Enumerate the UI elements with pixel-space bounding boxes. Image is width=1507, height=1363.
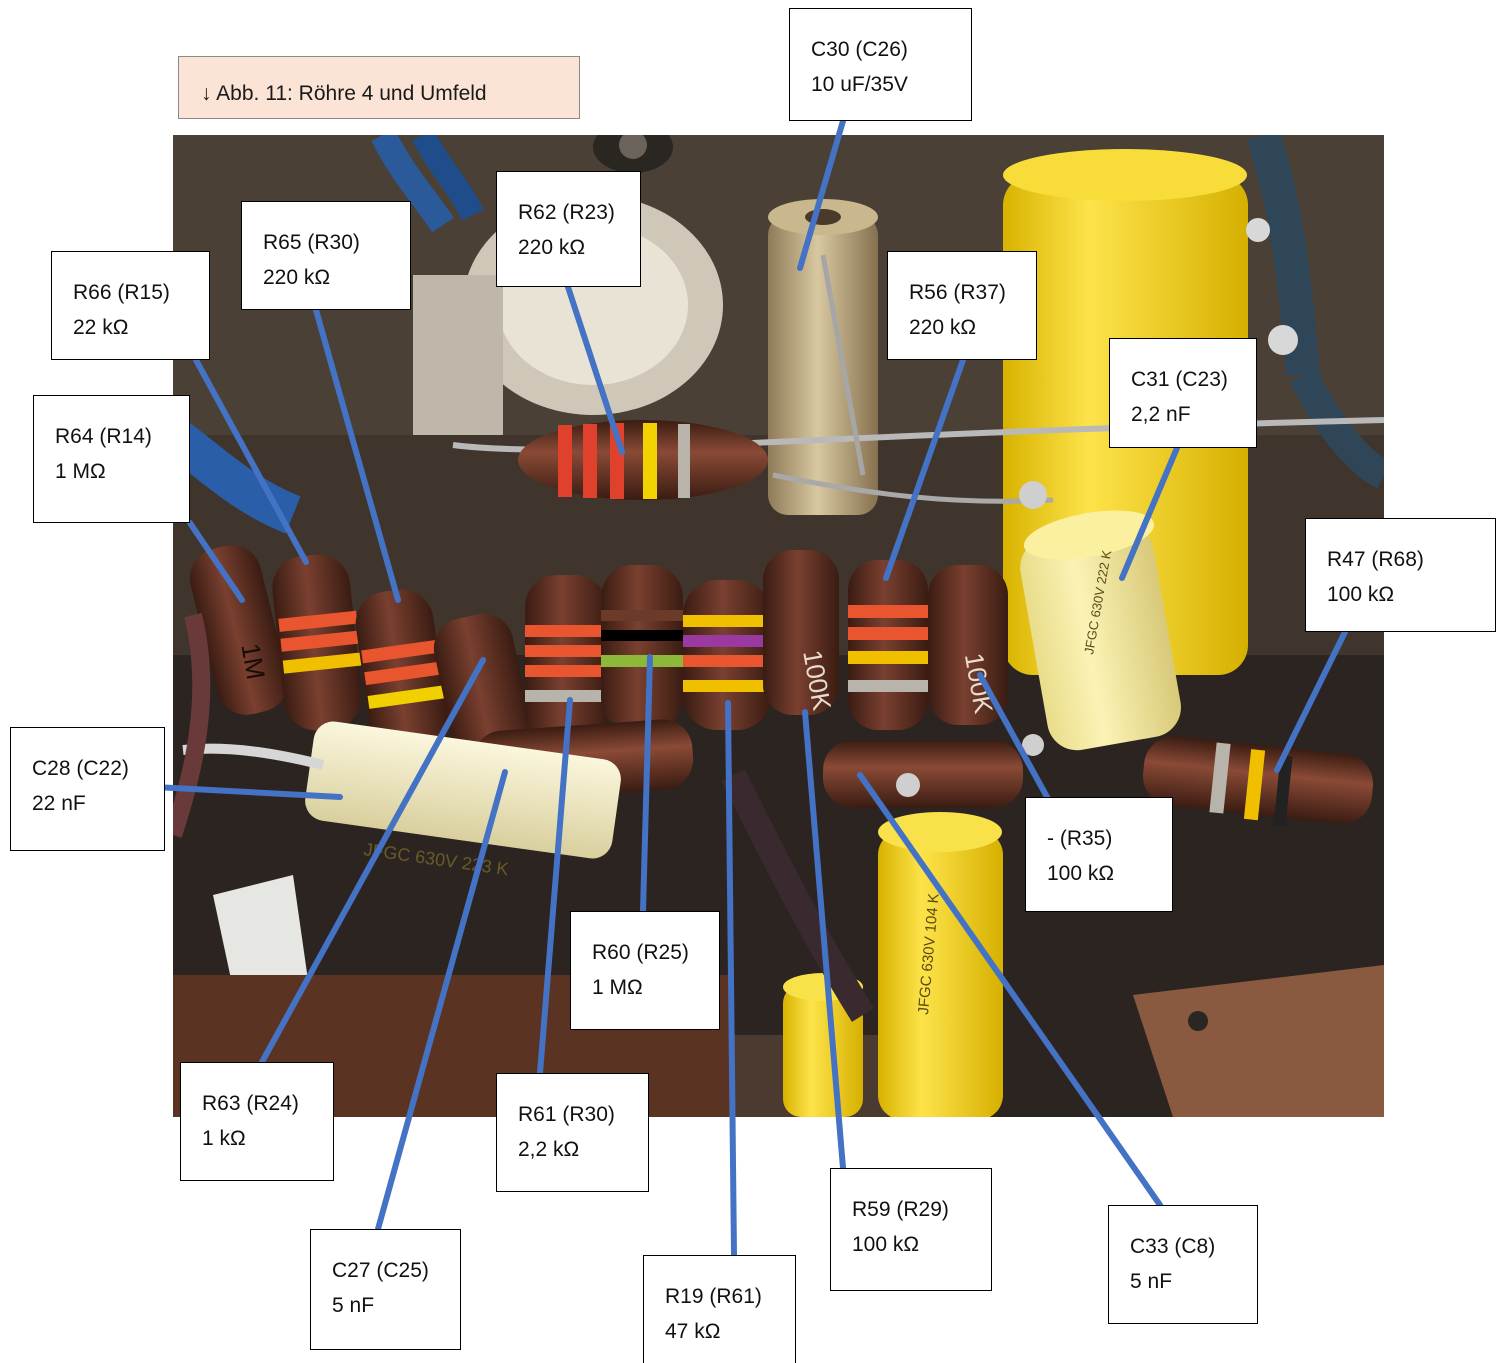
label-c33-ref: C33 (C8)	[1130, 1235, 1216, 1258]
leader-r66	[193, 357, 309, 565]
label-c31-ref: C31 (C23)	[1131, 368, 1228, 391]
label-r62: R62 (R23) 220 kΩ	[496, 171, 641, 287]
label-c30-value: 10 uF/35V	[811, 73, 908, 96]
label-r64-ref: R64 (R14)	[55, 425, 152, 448]
leader-r59	[802, 709, 846, 1171]
label-r47-ref: R47 (R68)	[1327, 548, 1424, 571]
chassis-photo: 1M 100K 100K JFGC 630V 222 K JFGC 630V 2…	[173, 135, 1384, 1117]
label-c28-ref: C28 (C22)	[32, 757, 129, 780]
leader-r61	[537, 697, 573, 1076]
label-c28: C28 (C22) 22 nF	[10, 727, 165, 851]
label-r61-ref: R61 (R30)	[518, 1103, 615, 1126]
label-r59-ref: R59 (R29)	[852, 1198, 949, 1221]
leader-c33	[857, 772, 1163, 1208]
leader-c31	[1119, 445, 1180, 581]
label-c27-ref: C27 (C25)	[332, 1259, 429, 1282]
label-r65-value: 220 kΩ	[263, 266, 331, 289]
label-r19-value: 47 kΩ	[665, 1320, 721, 1343]
label-r35-ref: - (R35)	[1047, 827, 1113, 850]
label-r35-value: 100 kΩ	[1047, 862, 1115, 885]
label-c33: C33 (C8) 5 nF	[1108, 1205, 1258, 1324]
leader-r64	[187, 520, 245, 603]
leader-c27	[375, 769, 508, 1232]
label-c28-value: 22 nF	[32, 792, 86, 815]
leader-r47	[1274, 629, 1348, 773]
label-r19: R19 (R61) 47 kΩ	[643, 1255, 796, 1363]
label-r63-ref: R63 (R24)	[202, 1092, 299, 1115]
label-r62-value: 220 kΩ	[518, 236, 586, 259]
leader-r63	[259, 657, 486, 1065]
figure-caption: ↓ Abb. 11: Röhre 4 und Umfeld	[178, 56, 580, 119]
label-r60: R60 (R25) 1 MΩ	[570, 911, 720, 1030]
label-c31: C31 (C23) 2,2 nF	[1109, 338, 1257, 448]
label-r47-value: 100 kΩ	[1327, 583, 1395, 606]
label-r56-value: 220 kΩ	[909, 316, 977, 339]
label-c30: C30 (C26) 10 uF/35V	[789, 8, 972, 121]
label-r56: R56 (R37) 220 kΩ	[887, 251, 1037, 360]
label-r56-ref: R56 (R37)	[909, 281, 1006, 304]
label-r61: R61 (R30) 2,2 kΩ	[496, 1073, 649, 1192]
label-r47: R47 (R68) 100 kΩ	[1305, 518, 1496, 632]
label-r66-ref: R66 (R15)	[73, 281, 170, 304]
leader-r62	[565, 284, 625, 455]
label-r63: R63 (R24) 1 kΩ	[180, 1062, 334, 1181]
label-r66: R66 (R15) 22 kΩ	[51, 251, 210, 360]
label-c27-value: 5 nF	[332, 1294, 375, 1317]
label-c27: C27 (C25) 5 nF	[310, 1229, 461, 1350]
label-r64-value: 1 MΩ	[55, 460, 106, 483]
leader-r35	[977, 672, 1055, 809]
label-r62-ref: R62 (R23)	[518, 201, 615, 224]
label-r63-value: 1 kΩ	[202, 1127, 246, 1150]
label-r35: - (R35) 100 kΩ	[1025, 797, 1173, 912]
leader-r60	[640, 654, 653, 914]
label-r65-ref: R65 (R30)	[263, 231, 360, 254]
label-r64: R64 (R14) 1 MΩ	[33, 395, 190, 523]
label-r59: R59 (R29) 100 kΩ	[830, 1168, 992, 1291]
leader-r19	[725, 700, 737, 1258]
printed-1m: 1M	[235, 641, 271, 682]
leader-r65	[313, 307, 401, 603]
label-r61-value: 2,2 kΩ	[518, 1138, 580, 1161]
label-c30-ref: C30 (C26)	[811, 38, 908, 61]
label-r60-ref: R60 (R25)	[592, 941, 689, 964]
label-c33-value: 5 nF	[1130, 1270, 1173, 1293]
label-r66-value: 22 kΩ	[73, 316, 129, 339]
label-r65: R65 (R30) 220 kΩ	[241, 201, 411, 310]
label-c31-value: 2,2 nF	[1131, 403, 1191, 426]
label-r59-value: 100 kΩ	[852, 1233, 920, 1256]
leader-r56	[883, 357, 966, 581]
label-r60-value: 1 MΩ	[592, 976, 643, 999]
caption-text: ↓ Abb. 11: Röhre 4 und Umfeld	[201, 81, 487, 105]
leader-c28	[152, 784, 343, 800]
label-r19-ref: R19 (R61)	[665, 1285, 762, 1308]
leader-c30	[797, 118, 846, 271]
